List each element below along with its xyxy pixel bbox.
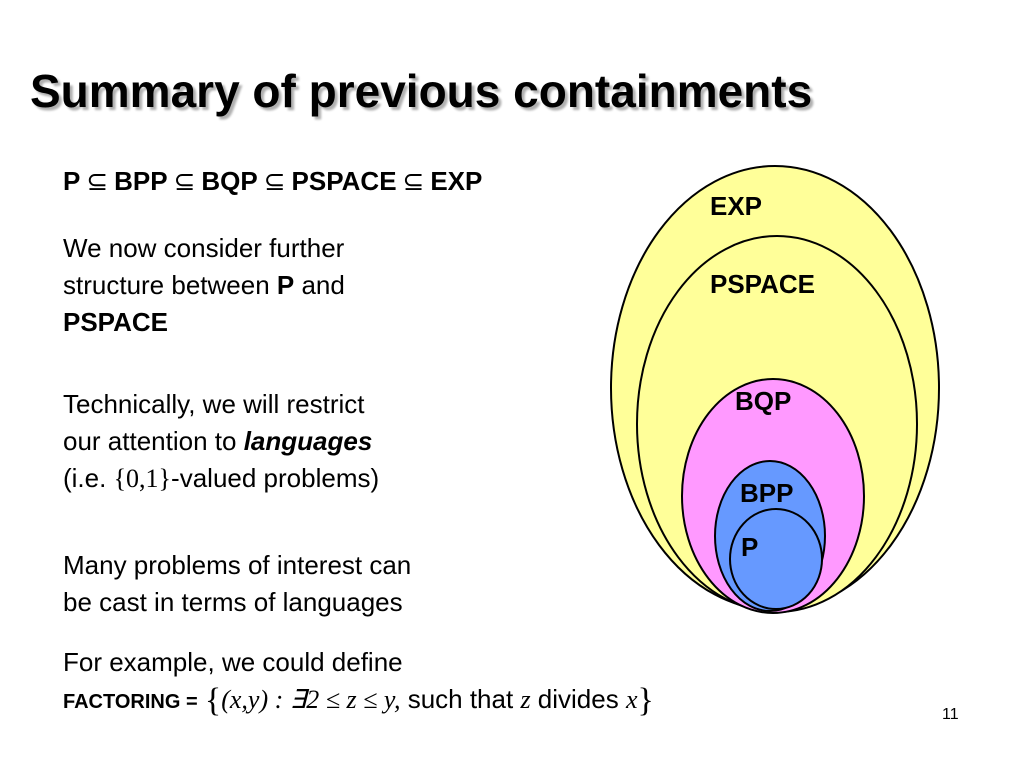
text-span: -valued problems) [171, 463, 380, 493]
text-line: be cast in terms of languages [63, 587, 403, 617]
label-p: P [741, 532, 758, 562]
bold-term-p: P [276, 270, 295, 300]
brace-open: { [204, 682, 222, 719]
subset-symbol: ⊆ [263, 167, 286, 196]
paragraph-further-structure: We now consider further structure betwee… [63, 230, 345, 341]
bold-term-pspace: PSPACE [63, 307, 168, 337]
chain-item-bpp: BPP [114, 166, 168, 196]
math-variable-z: z [520, 685, 531, 714]
text-span: such that [400, 684, 521, 714]
text-line: structure between P and [63, 267, 345, 304]
paragraph-languages: Technically, we will restrict our attent… [63, 386, 379, 497]
chain-item-exp: EXP [430, 166, 483, 196]
slide-title: Summary of previous containments [30, 65, 813, 117]
subset-symbol: ⊆ [173, 167, 196, 196]
label-pspace: PSPACE [710, 269, 815, 299]
page-number: 11 [942, 706, 959, 723]
chain-item-p: P [63, 166, 81, 196]
paragraph-problems: Many problems of interest can be cast in… [63, 547, 411, 621]
subset-symbol: ⊆ [402, 167, 425, 196]
text-span: and [294, 270, 345, 300]
text-span: divides [530, 684, 626, 714]
text-span: our attention to [63, 426, 244, 456]
label-exp: EXP [710, 191, 762, 221]
text-line: (i.e. {0,1}-valued problems) [63, 460, 379, 497]
p-region [729, 508, 823, 610]
text-span: structure between [63, 270, 277, 300]
label-bqp: BQP [735, 386, 791, 416]
text-span: (i.e. [63, 463, 114, 493]
math-expression: (x,y) : ∃2 ≤ z ≤ y, [221, 685, 401, 714]
text-line: For example, we could define [63, 647, 403, 677]
factoring-definition: FACTORING = {(x,y) : ∃2 ≤ z ≤ y, such th… [63, 681, 654, 721]
subset-symbol: ⊆ [86, 167, 109, 196]
math-variable-x: x [625, 685, 638, 714]
brace-close: } [637, 682, 654, 719]
text-line: Many problems of interest can [63, 550, 412, 580]
math-binary-set: {0,1} [113, 464, 172, 493]
paragraph-factoring: For example, we could define FACTORING =… [63, 644, 654, 721]
factoring-label: FACTORING = [63, 691, 198, 713]
text-line: We now consider further [63, 233, 345, 263]
chain-item-bqp: BQP [201, 166, 258, 196]
chain-item-pspace: PSPACE [291, 166, 397, 196]
text-line: our attention to languages [63, 423, 379, 460]
text-line: Technically, we will restrict [63, 389, 365, 419]
label-bpp: BPP [740, 478, 793, 508]
emphasis-languages: languages [243, 426, 373, 456]
containment-chain: P⊆BPP⊆BQP⊆PSPACE⊆EXP [63, 166, 482, 197]
